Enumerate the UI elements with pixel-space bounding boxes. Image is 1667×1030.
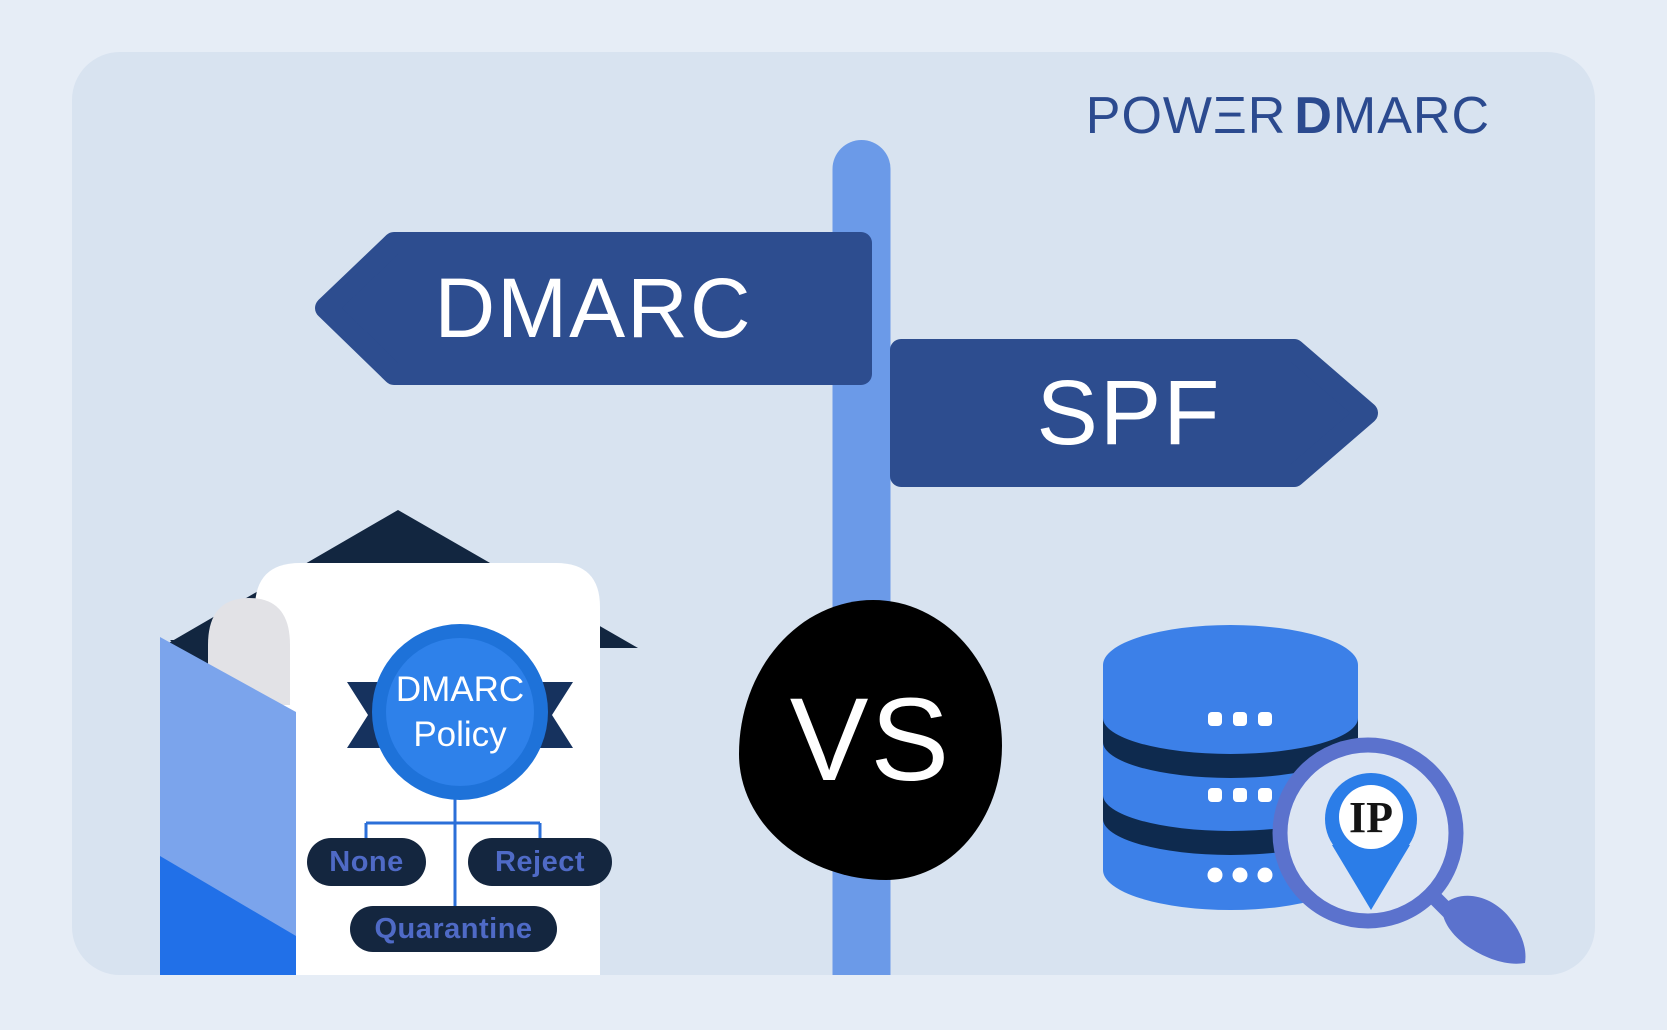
policy-option-none: None: [307, 838, 426, 886]
envelope-illustration: [160, 510, 638, 975]
policy-badge-title: DMARC Policy: [370, 650, 550, 774]
main-card: IP VS DMARC SPF DMARC Policy None Reject…: [72, 52, 1595, 975]
database-illustration: IP: [1103, 625, 1526, 964]
dmarc-sign-shape: [315, 232, 872, 385]
policy-badge-circle: [386, 638, 534, 786]
badge-line1: DMARC: [395, 669, 525, 709]
brand-logo-marc: MARC: [1332, 87, 1490, 145]
database-dots-row3: [1207, 867, 1273, 883]
policy-option-quarantine: Quarantine: [350, 906, 557, 952]
ip-label: IP: [1349, 793, 1393, 842]
brand-logo-d: D: [1294, 87, 1333, 145]
database-band-top: [1103, 718, 1359, 778]
vs-badge: VS: [739, 600, 1002, 880]
database-dots-row2: [1208, 788, 1272, 802]
vs-label: VS: [789, 674, 952, 806]
policy-connector-lines: [364, 798, 542, 908]
envelope-bottom-panel: [160, 856, 296, 975]
brand-logo-power: POWΞR: [1085, 87, 1287, 145]
dmarc-sign-label: DMARC: [434, 261, 753, 355]
ip-pin-point: [1332, 845, 1410, 910]
badge-line2: Policy: [413, 715, 507, 754]
database-dots-row1: [1208, 712, 1272, 726]
spf-sign-label: SPF: [1036, 361, 1222, 464]
spf-sign-shape: [890, 339, 1378, 487]
ip-pin-circle: [1339, 785, 1403, 849]
magnifier-handle: [1442, 895, 1526, 964]
policy-option-reject: Reject: [468, 838, 612, 886]
magnifier-ring: [1272, 737, 1464, 929]
